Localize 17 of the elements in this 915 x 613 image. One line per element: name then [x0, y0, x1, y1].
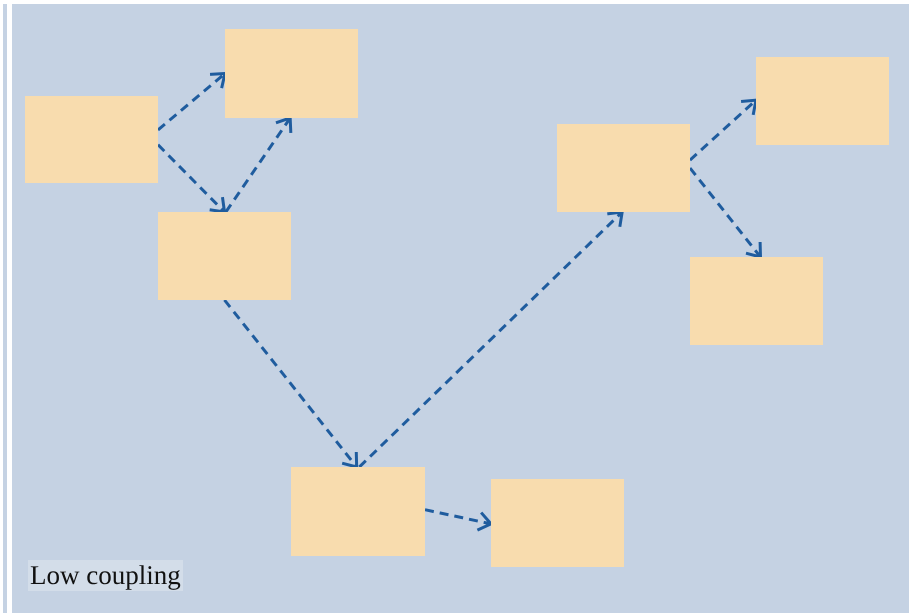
process-box [557, 124, 690, 212]
dashed-arrow [424, 508, 492, 532]
process-box [491, 479, 624, 567]
process-box [225, 29, 358, 118]
process-box [25, 96, 158, 183]
dashed-arrow [223, 299, 358, 468]
process-box [690, 257, 823, 345]
diagram-caption: Low coupling [28, 560, 183, 591]
process-box [158, 212, 291, 300]
process-box [291, 467, 425, 556]
dashed-arrow [156, 144, 226, 214]
dashed-arrow [157, 72, 226, 132]
dashed-arrow [358, 210, 624, 468]
dashed-arrow [688, 167, 762, 258]
dashed-arrow [689, 98, 758, 162]
process-box [756, 57, 889, 145]
dashed-arrow [224, 116, 292, 213]
